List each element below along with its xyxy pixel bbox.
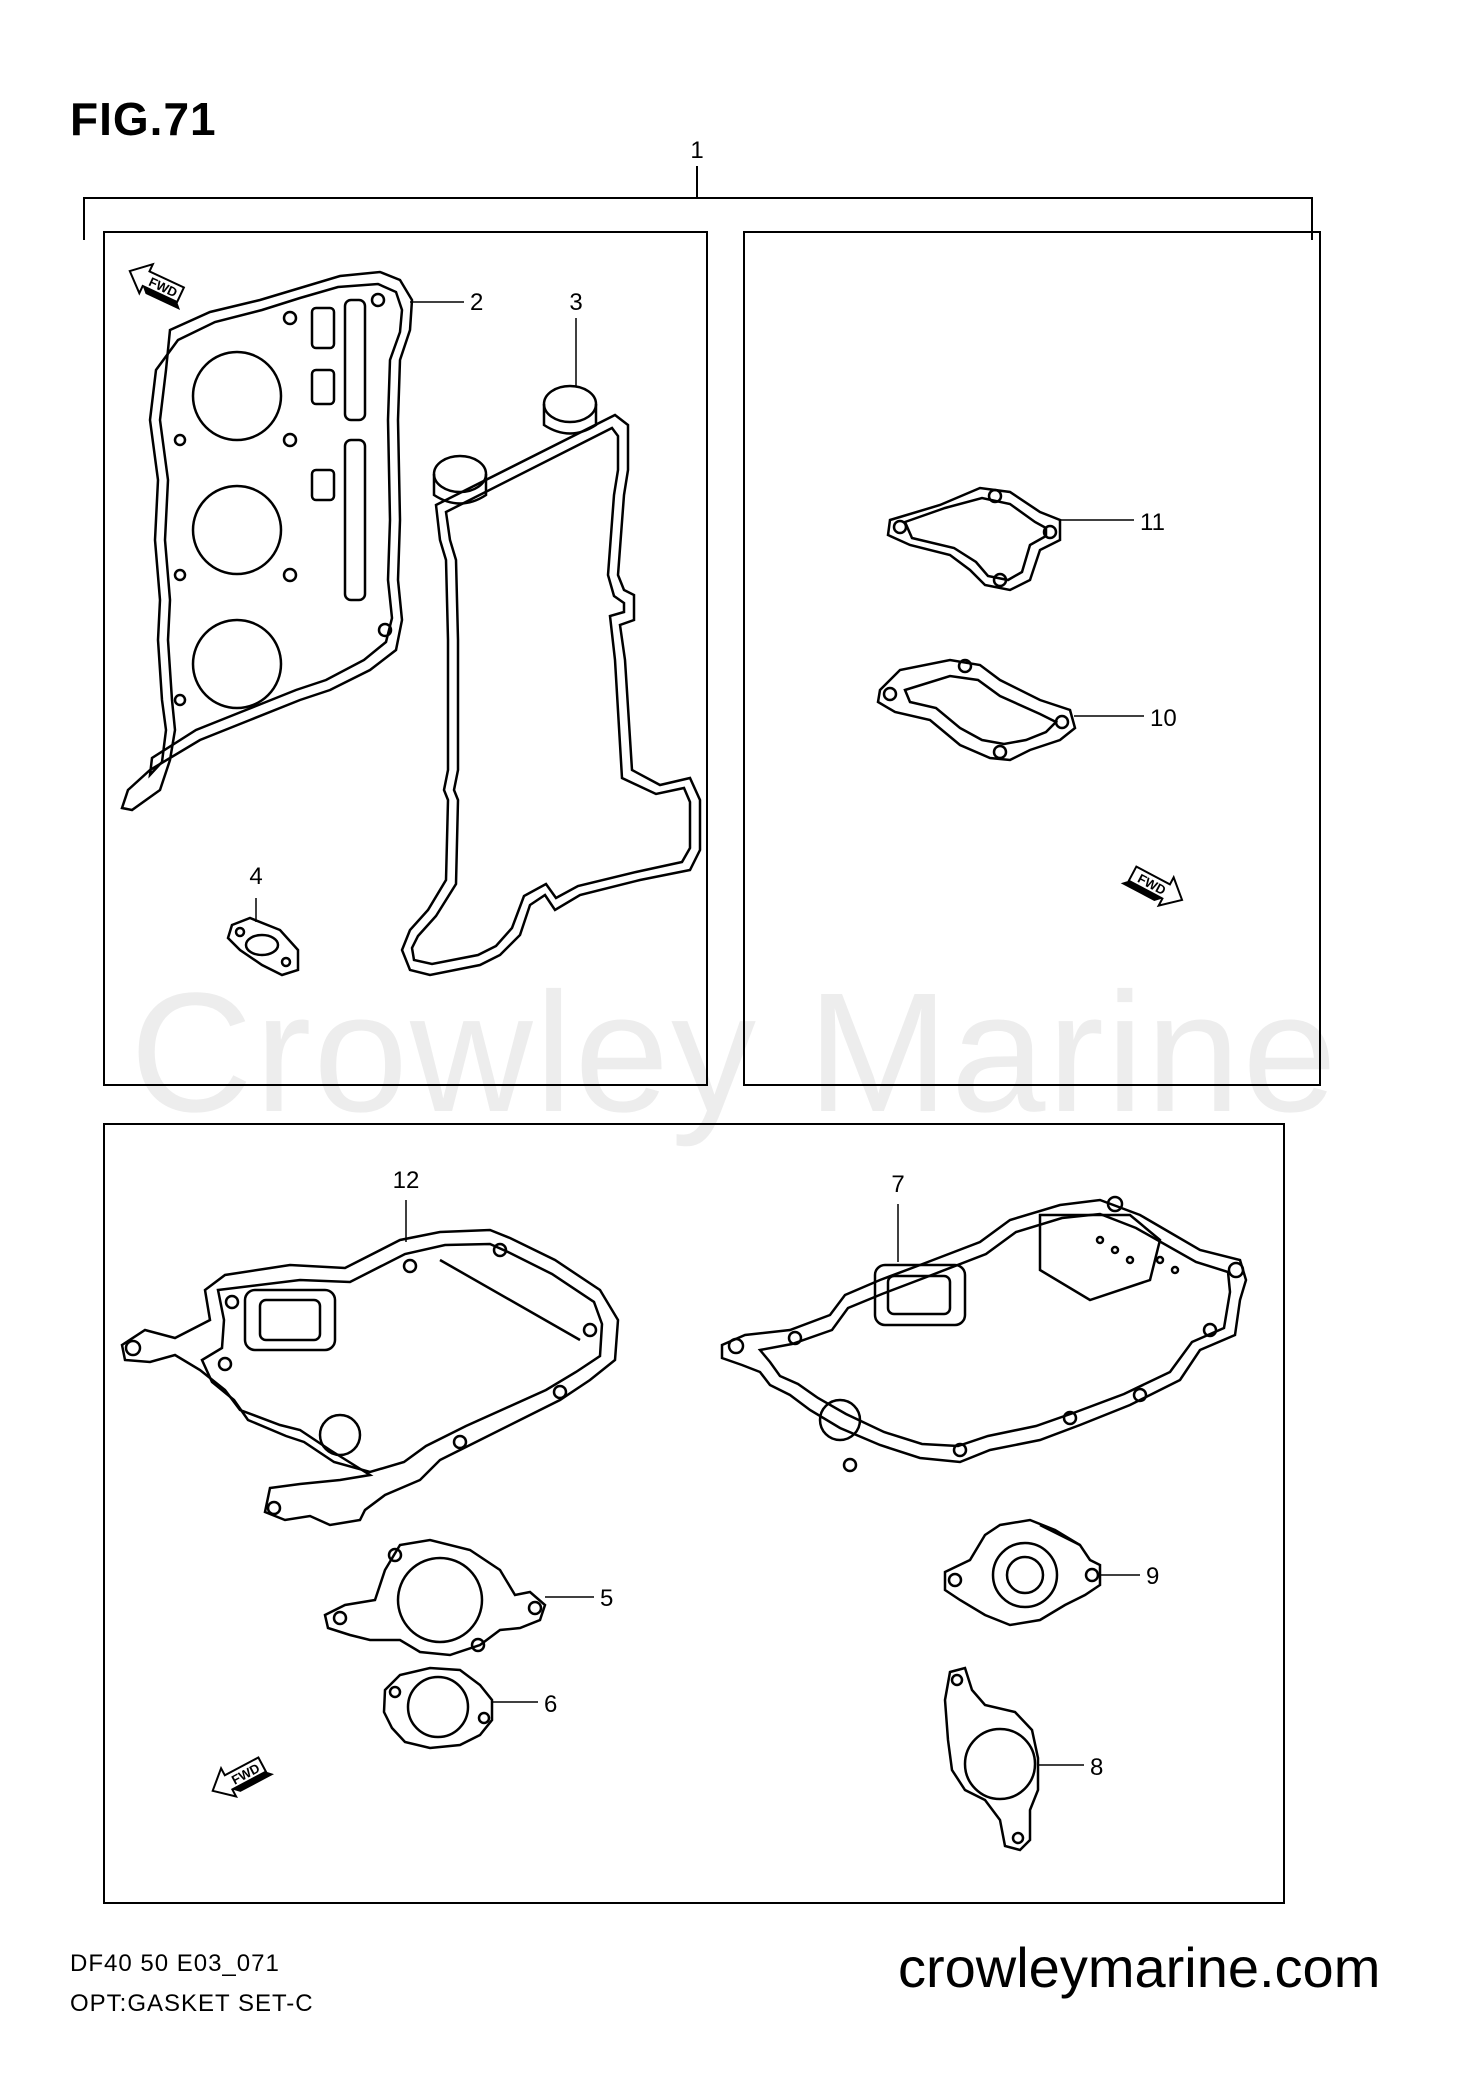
cylinder-head-gasket <box>120 270 414 812</box>
frame-top-left <box>103 231 708 1086</box>
callout-3-label: 3 <box>569 289 582 316</box>
watermark: Crowley Marine <box>130 958 1339 1148</box>
frame-top-right <box>743 231 1321 1086</box>
callout-1-label: 1 <box>690 137 703 164</box>
figure-code: DF40 50 E03_071 <box>70 1950 280 1977</box>
frame-bottom <box>103 1123 1285 1904</box>
water-pump-gasket-8 <box>943 1666 1040 1852</box>
callout-8-label: 8 <box>1090 1754 1103 1781</box>
callout-1-bracket <box>83 166 1313 240</box>
water-outlet-gasket <box>876 658 1077 762</box>
callout-11-label: 11 <box>1140 509 1165 536</box>
water-pump-gasket-6 <box>382 1666 494 1750</box>
water-pump-gasket-9 <box>943 1518 1102 1627</box>
callout-12-label: 12 <box>393 1167 420 1194</box>
water-pump-gasket-5 <box>323 1538 547 1657</box>
fwd-arrow-icon: FWD <box>122 255 194 313</box>
fwd-arrow-bottom-icon: FWD <box>204 1746 276 1806</box>
figure-name: OPT:GASKET SET-C <box>70 1990 314 2017</box>
figure-title: FIG.71 <box>70 93 217 145</box>
callout-4-label: 4 <box>249 863 262 890</box>
callout-5-label: 5 <box>600 1585 613 1612</box>
callout-6-label: 6 <box>544 1691 557 1718</box>
thermostat-cover-gasket <box>886 486 1062 592</box>
small-flange-gasket <box>226 916 300 977</box>
callout-7-label: 7 <box>891 1171 904 1198</box>
oil-pan-gasket-left <box>120 1228 620 1527</box>
head-cover-gasket <box>400 384 702 977</box>
callout-2-label: 2 <box>470 289 483 316</box>
website-link[interactable]: crowleymarine.com <box>898 1936 1381 1999</box>
callout-10-label: 10 <box>1150 705 1177 732</box>
callout-9-label: 9 <box>1146 1563 1159 1590</box>
oil-pan-gasket-right <box>720 1195 1248 1473</box>
fwd-arrow-right-icon: FWD <box>1118 855 1191 916</box>
